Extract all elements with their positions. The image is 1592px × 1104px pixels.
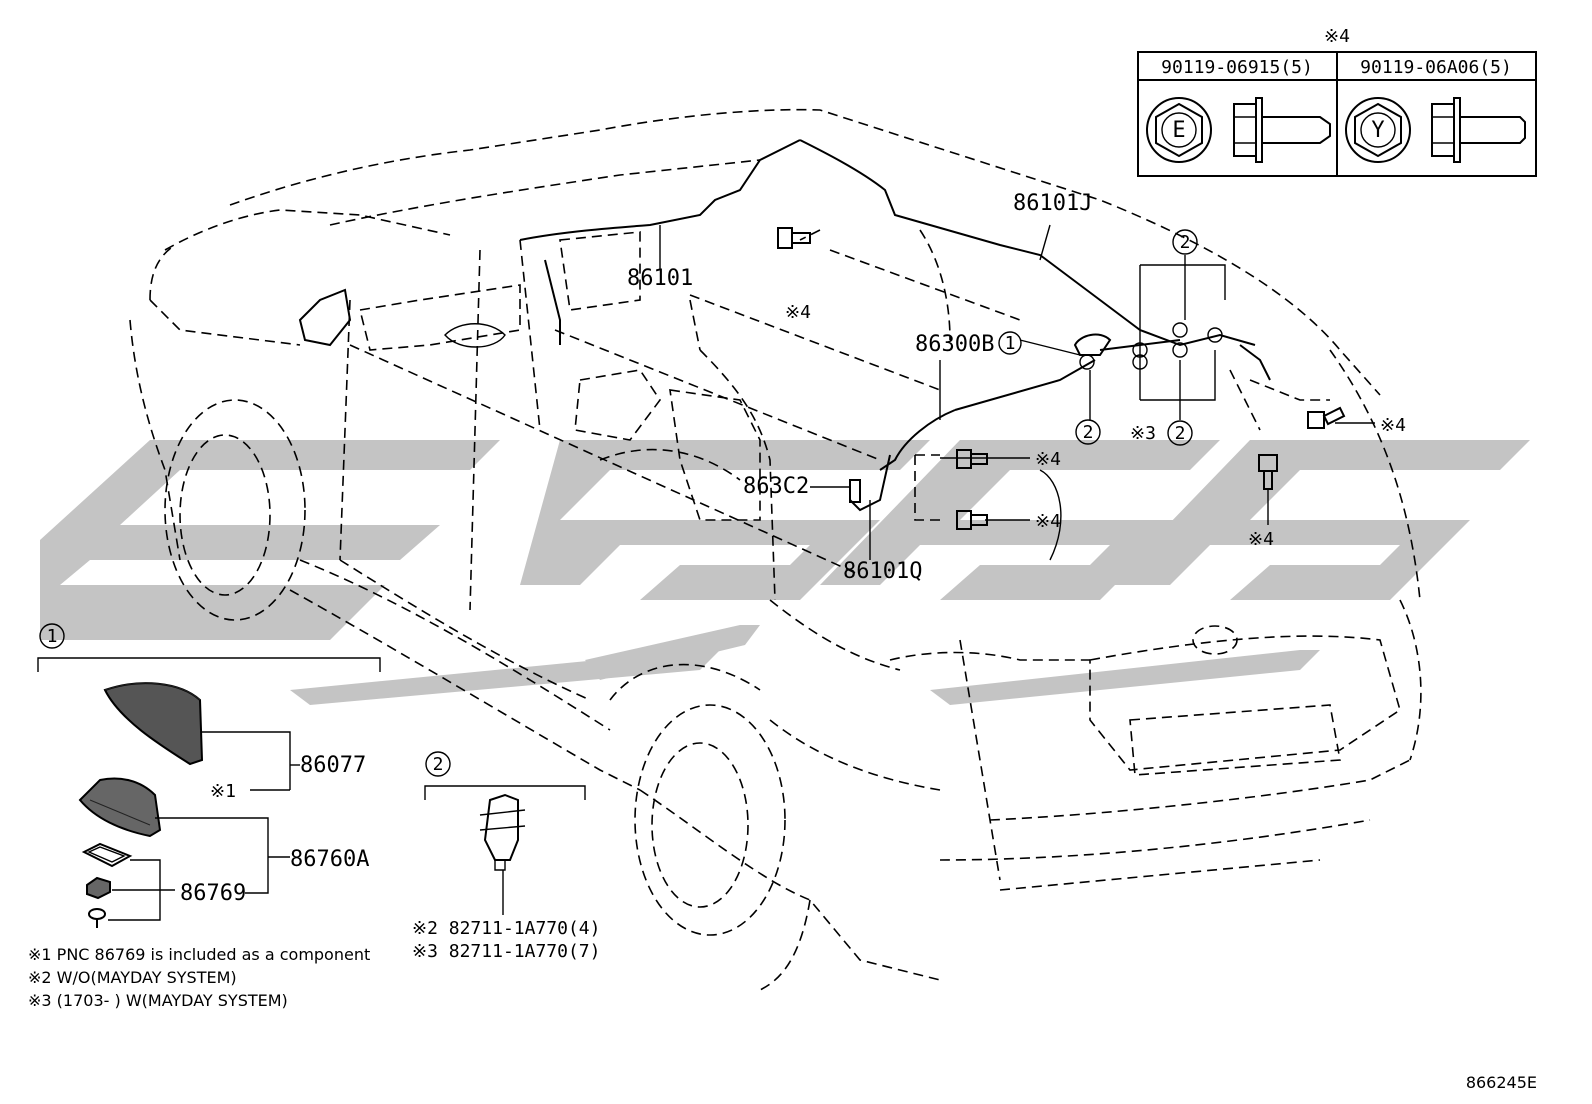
- label-86760A: 86760A: [290, 847, 369, 872]
- clip-icon: [479, 793, 526, 871]
- ref4-label: ※4: [1035, 449, 1061, 470]
- screw-icon: [88, 908, 106, 928]
- callout-2-marker-top: 2: [1172, 229, 1198, 255]
- footnotes: ※1 PNC 86769 is included as a component …: [28, 945, 370, 1010]
- gasket-icon: [81, 842, 133, 868]
- bolt-icons: [777, 227, 1346, 530]
- bolt-icon: [777, 227, 811, 249]
- antenna-cover-icon: [103, 682, 204, 766]
- label-86300B: 86300B: [915, 332, 994, 357]
- callout-2-marker-left: 2: [1075, 419, 1101, 445]
- bolt-icon: [1258, 454, 1278, 490]
- bolt-part-2: 90119-06A06(5): [1360, 57, 1512, 78]
- bolt-part-1: 90119-06915(5): [1161, 57, 1313, 78]
- svg-text:2: 2: [1175, 423, 1186, 444]
- vehicle-outline: [129, 108, 1422, 991]
- footnote-1: ※1 PNC 86769 is included as a component: [28, 945, 370, 964]
- ref4-label: ※4: [1248, 529, 1274, 550]
- label-86101J: 86101J: [1013, 191, 1092, 216]
- bolt-e-icon: E: [1146, 97, 1331, 163]
- svg-text:E: E: [1172, 118, 1185, 143]
- label-86769: 86769: [180, 881, 246, 906]
- callout-1-marker: 1: [998, 331, 1022, 355]
- part-labels: 86101J 86101 86300B 863C2 86101Q ※4 ※4 ※…: [627, 191, 1406, 584]
- bolt-table: ※4 90119-06915(5) 90119-06A06(5) E Y: [1137, 26, 1537, 177]
- inset-antenna: 1 86077 ※1 86760A: [37, 623, 381, 928]
- bolt-table-mark: ※4: [1324, 26, 1350, 47]
- svg-text:Y: Y: [1371, 118, 1384, 143]
- label-86101: 86101: [627, 266, 693, 291]
- svg-text:1: 1: [1005, 333, 1016, 354]
- ref4-label: ※4: [1380, 415, 1406, 436]
- ref1-label: ※1: [210, 781, 236, 802]
- label-86101Q: 86101Q: [843, 559, 922, 584]
- bolt-icon: [956, 449, 988, 469]
- bolt-y-icon: Y: [1345, 97, 1526, 163]
- leader-lines: [349, 224, 1330, 576]
- ref4-label: ※4: [1035, 511, 1061, 532]
- svg-text:2: 2: [1180, 232, 1191, 253]
- label-863C2: 863C2: [743, 474, 809, 499]
- label-86077: 86077: [300, 753, 366, 778]
- callout-2-marker-bottom: 2: [1167, 420, 1193, 446]
- inset-2-index: 2: [433, 754, 444, 775]
- nut-icon: [86, 876, 111, 900]
- footnote-2: ※2 W/O(MAYDAY SYSTEM): [28, 968, 237, 987]
- inset-clip: 2 ※2 82711-1A770(4) ※3 82711-1A770(7): [412, 751, 600, 962]
- ref3-label: ※3: [1130, 423, 1156, 444]
- clip-part-line-2: ※3 82711-1A770(7): [412, 941, 600, 962]
- bolt-icon: [1307, 406, 1346, 429]
- diagram-number: 866245E: [1466, 1073, 1537, 1092]
- inset-1-index: 1: [47, 626, 58, 647]
- callout-circles: 1 2 2 2: [998, 229, 1223, 446]
- clip-part-line-1: ※2 82711-1A770(4): [412, 918, 600, 939]
- svg-text:2: 2: [1083, 422, 1094, 443]
- ref4-label: ※4: [785, 302, 811, 323]
- antenna-base-icon: [78, 777, 162, 838]
- footnote-3: ※3 (1703- ) W(MAYDAY SYSTEM): [28, 991, 288, 1010]
